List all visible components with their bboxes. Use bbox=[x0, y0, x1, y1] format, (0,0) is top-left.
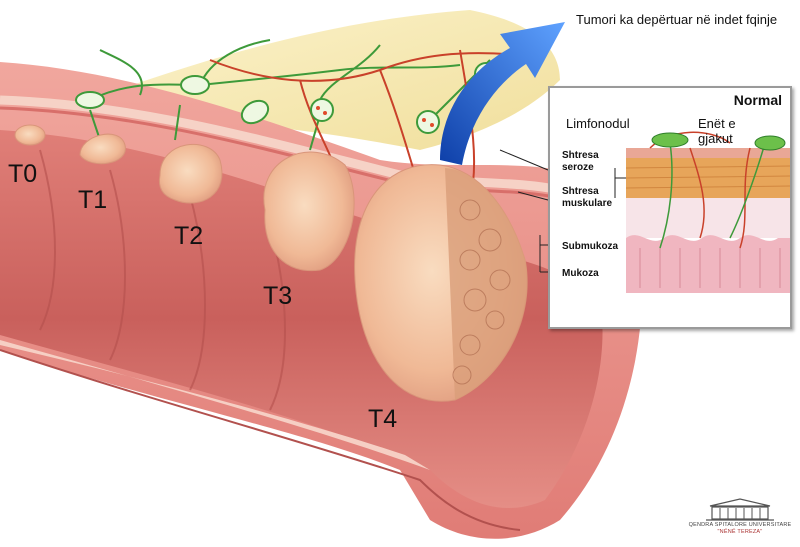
logo-text-line1: QENDRA SPITALORE UNIVERSITARE bbox=[688, 522, 792, 528]
layer-label-serosa: Shtresa seroze bbox=[562, 150, 599, 173]
stage-label-t2: T2 bbox=[174, 222, 204, 250]
layer-label-muscularis: Shtresa muskulare bbox=[562, 186, 613, 209]
invasion-arrow bbox=[440, 22, 565, 165]
invasion-caption: Tumori ka depërtuar në indet fqinje bbox=[576, 12, 778, 27]
tumor-t1 bbox=[79, 133, 126, 165]
normal-wall-inset: Normal Limfonodul Enët e gjakut Shtresa … bbox=[548, 86, 792, 329]
inset-leader-lines bbox=[499, 149, 549, 273]
stage-label-t0: T0 bbox=[8, 160, 38, 188]
hospital-logo: QENDRA SPITALORE UNIVERSITARE "NËNË TERE… bbox=[688, 498, 792, 542]
inset-title: Normal bbox=[733, 92, 782, 108]
tumor-t3 bbox=[263, 151, 355, 272]
layer-label-mucosa: Mukoza bbox=[562, 268, 599, 279]
stage-label-t3: T3 bbox=[263, 282, 293, 310]
hospital-building-icon bbox=[706, 498, 774, 521]
tumor-t2 bbox=[158, 144, 223, 204]
colon-lumen bbox=[0, 130, 603, 509]
inset-label-vessels: Enët e gjakut bbox=[698, 116, 736, 146]
colon-cut-rim bbox=[0, 340, 430, 470]
inset-wall-layers bbox=[614, 131, 790, 293]
tumor-t4-lobules bbox=[452, 199, 511, 385]
tumor-t4-cutface bbox=[445, 168, 528, 400]
logo-text-line2: "NËNË TEREZA" bbox=[717, 529, 763, 535]
layer-label-submucosa: Submukoza bbox=[562, 241, 619, 252]
stage-label-t1: T1 bbox=[78, 186, 108, 214]
inset-label-lymph-node: Limfonodul bbox=[566, 116, 630, 131]
stage-label-t4: T4 bbox=[368, 405, 398, 433]
tumor-t0 bbox=[14, 124, 46, 146]
serosa-strip bbox=[0, 95, 561, 195]
